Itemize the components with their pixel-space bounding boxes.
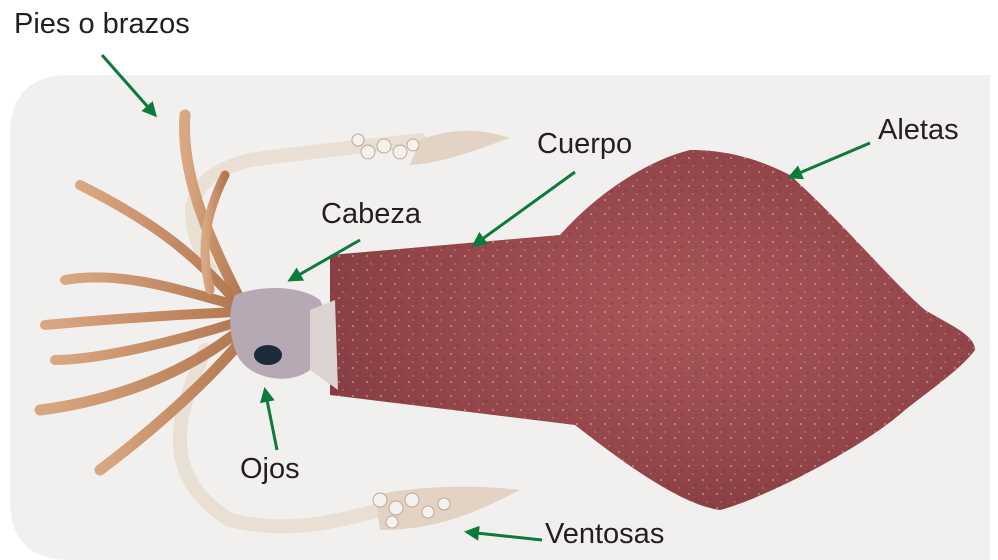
- label-ojos: Ojos: [240, 455, 300, 484]
- label-aletas: Aletas: [878, 116, 959, 145]
- label-pies-o-brazos: Pies o brazos: [14, 10, 190, 39]
- label-cabeza: Cabeza: [321, 200, 421, 229]
- label-ventosas: Ventosas: [545, 520, 664, 549]
- label-cuerpo: Cuerpo: [537, 130, 632, 159]
